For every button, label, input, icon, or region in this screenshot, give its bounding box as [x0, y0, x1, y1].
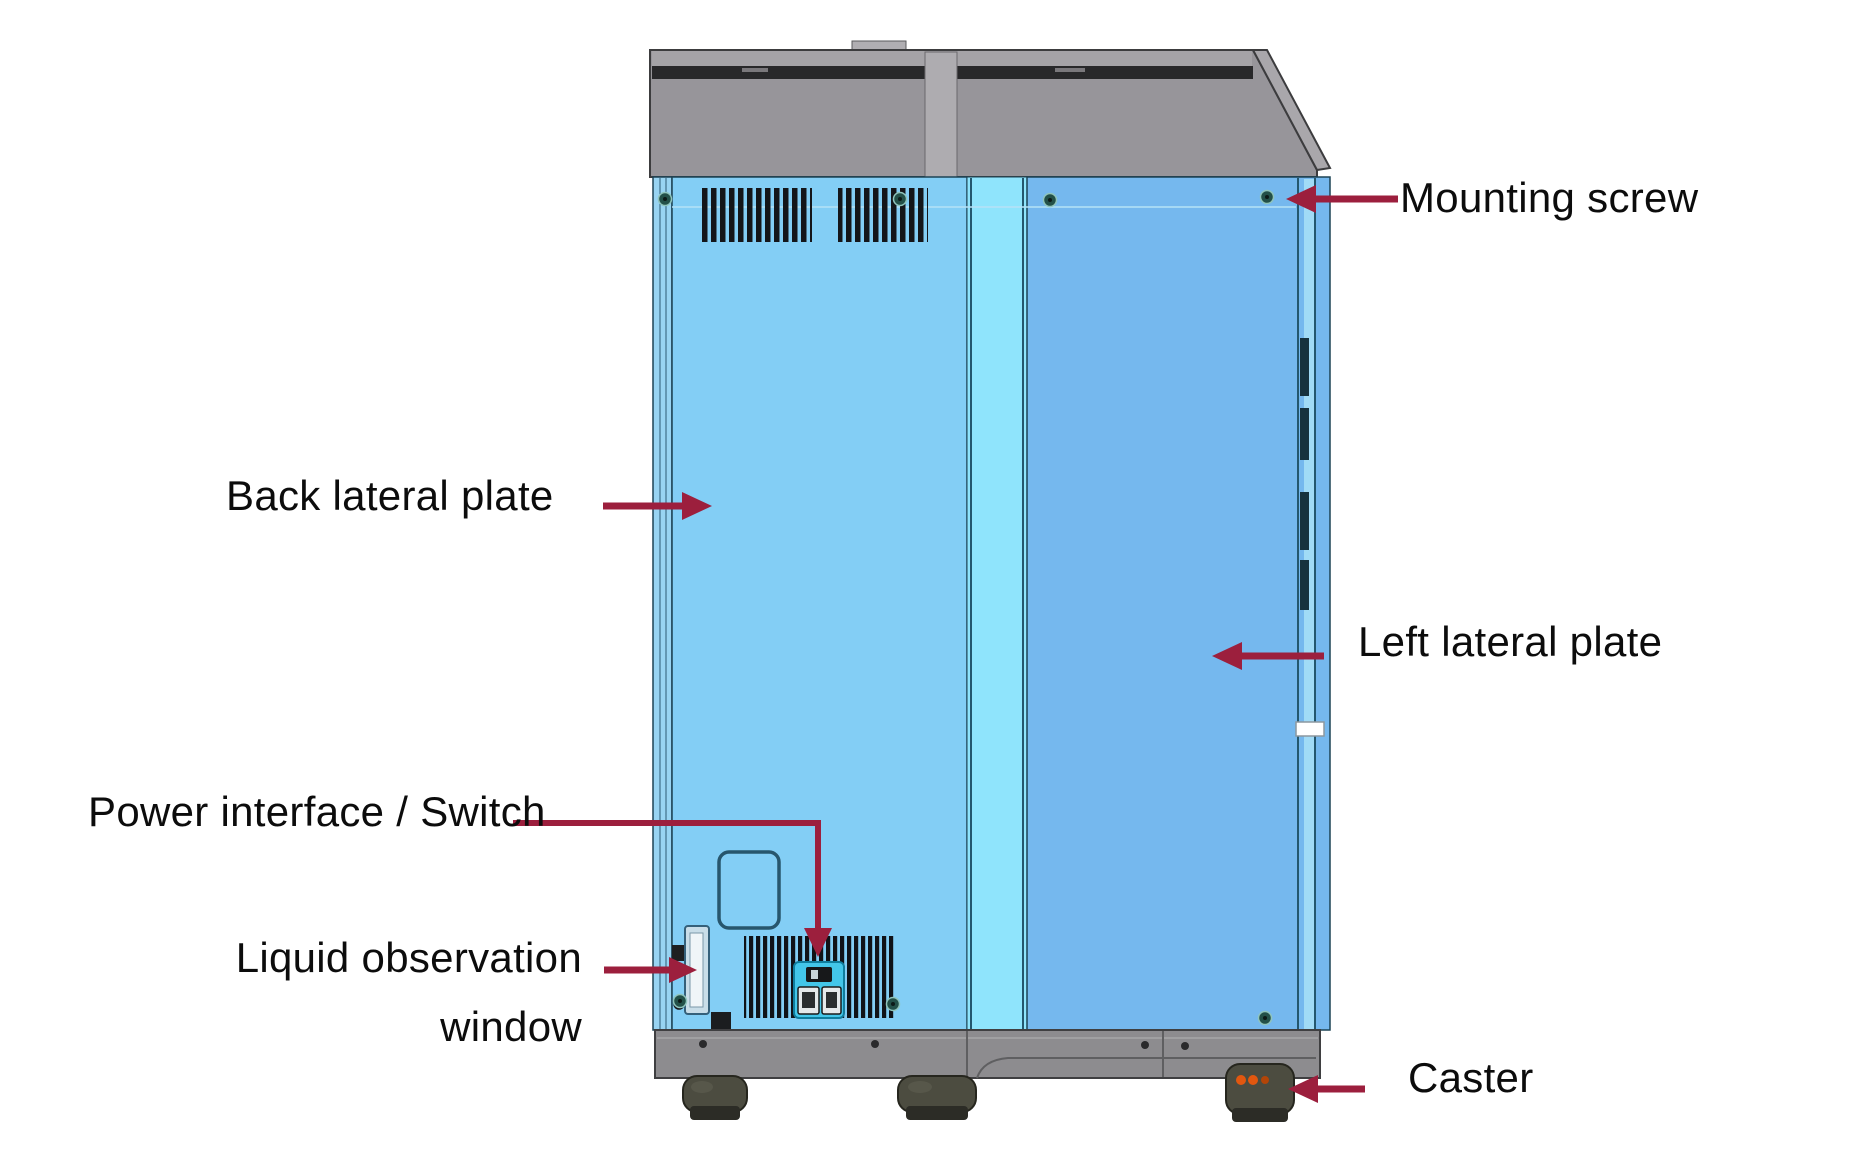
caster-left: [682, 1075, 748, 1120]
caster-right: [1225, 1063, 1295, 1122]
band-highlight: [1055, 68, 1085, 72]
mounting-screw: [1259, 189, 1275, 205]
caster-arrow: [1288, 1075, 1365, 1103]
left-lateral-plate: [1026, 176, 1331, 1031]
screw: [1042, 192, 1058, 208]
base: [654, 1029, 1321, 1079]
caster-middle: [897, 1075, 977, 1120]
liquid-observation-window-label-line1: Liquid observation: [235, 934, 582, 981]
base-recess-line: [976, 1057, 1316, 1079]
screw: [885, 996, 901, 1012]
power-socket-right-inner: [826, 992, 837, 1008]
back-lateral-plate-arrow: [603, 492, 712, 520]
top-cover-divider: [924, 51, 958, 178]
screw: [892, 191, 908, 207]
base-band: [654, 1029, 1321, 1079]
drain-connector: [711, 1012, 731, 1030]
left-lateral-plate-label: Left lateral plate: [1358, 618, 1663, 665]
top-vent-left: [700, 188, 812, 242]
corner-edge-strip: [966, 176, 1028, 1031]
screw: [1257, 1010, 1273, 1026]
screw: [672, 993, 688, 1009]
power-interface-panel: [793, 961, 845, 1019]
panel-cutout: [717, 850, 781, 930]
liquid-observation-window-arrow: [604, 957, 697, 983]
top-cover-slant-edge: [1251, 49, 1332, 172]
power-interface-leader: [513, 820, 832, 957]
base-screws: [699, 1040, 1189, 1050]
mounting-screw-arrow: [1286, 185, 1398, 213]
caster-label: Caster: [1408, 1054, 1534, 1101]
band-highlight: [742, 68, 768, 72]
back-plate-left-edge: [652, 176, 673, 1031]
mounting-screw-label: Mounting screw: [1400, 174, 1699, 221]
edge-hinge-marks: [1300, 338, 1309, 610]
top-cover: [649, 40, 1332, 178]
panel-screws: [657, 189, 1275, 1026]
liquid-observation-window-label: Liquid observation window: [168, 937, 582, 1048]
back-lateral-plate-label: Back lateral plate: [226, 472, 554, 519]
edge-notch: [1295, 721, 1325, 737]
power-socket-left-inner: [802, 992, 815, 1008]
power-switch: [806, 967, 832, 982]
power-switch-rocker: [811, 970, 818, 979]
screw: [657, 191, 673, 207]
left-lateral-plate-arrow: [1212, 642, 1324, 670]
power-interface-switch-label: Power interface / Switch: [88, 788, 546, 835]
top-cover-face: [649, 49, 1318, 178]
top-vent-right: [838, 188, 928, 242]
liquid-observation-window-label-line2: window: [440, 1003, 582, 1050]
